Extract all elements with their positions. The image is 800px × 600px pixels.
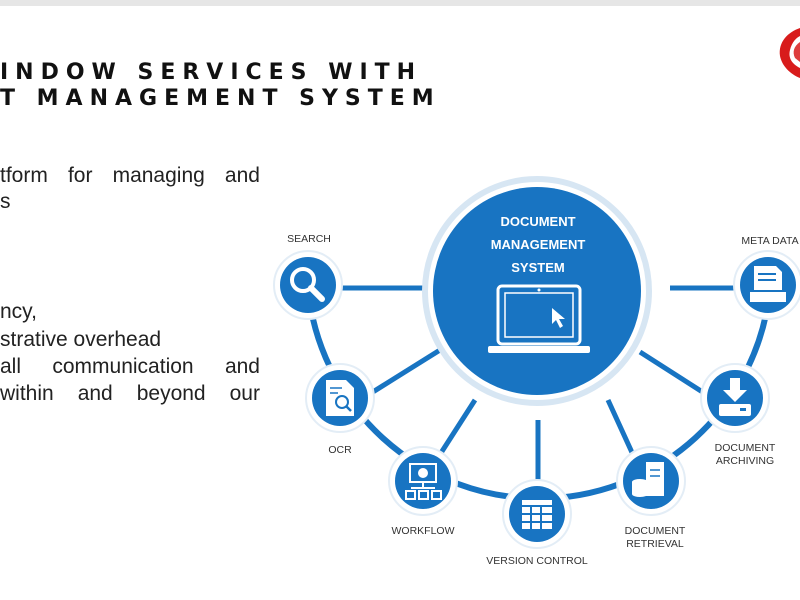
body-line-6: within and beyond our: [0, 382, 260, 406]
document-scan-icon: [326, 380, 354, 416]
body-word: managing: [112, 164, 205, 187]
body-word: tform: [0, 164, 48, 187]
brand-logo: [779, 28, 800, 78]
body-word: beyond: [136, 382, 206, 405]
body-word: for: [67, 164, 93, 187]
workflow-icon: [405, 463, 442, 500]
download-archive-icon: [719, 378, 751, 416]
body-word: and: [77, 382, 113, 405]
body-word: communication: [52, 355, 194, 378]
retrieval-label-line1: DOCUMENT: [625, 525, 686, 537]
body-line-1: tform for managing and: [0, 164, 260, 188]
search-icon: [290, 267, 325, 302]
search-node: [280, 257, 336, 313]
ocr-label: OCR: [328, 444, 352, 456]
slide-title-line2: T MANAGEMENT SYSTEM: [0, 86, 441, 111]
metadata-label: META DATA: [741, 235, 798, 247]
body-line-5: all communication and: [0, 355, 260, 379]
database-server-icon: [632, 462, 664, 497]
version-control-node: [509, 486, 565, 542]
body-word: all: [0, 355, 22, 378]
center-circle: [433, 187, 641, 395]
body-word: within: [0, 382, 54, 405]
body-word: our: [229, 382, 260, 405]
center-label-line3: SYSTEM: [511, 260, 564, 275]
center-label-line1: DOCUMENT: [500, 214, 575, 229]
document-tray-icon: [750, 266, 786, 302]
grid-table-icon: [522, 500, 552, 529]
body-line-2: s: [0, 190, 11, 213]
retrieval-label-line2: RETRIEVAL: [626, 538, 684, 550]
version-control-label: VERSION CONTROL: [486, 555, 588, 567]
body-word: and: [224, 164, 260, 187]
search-label: SEARCH: [287, 233, 331, 245]
center-label-line2: MANAGEMENT: [491, 237, 586, 252]
slide-title-line1: INDOW SERVICES WITH: [0, 60, 423, 85]
laptop-icon: [488, 284, 590, 353]
body-line-4: strative overhead: [0, 328, 162, 351]
workflow-label: WORKFLOW: [392, 525, 455, 537]
body-word: and: [224, 355, 260, 378]
archiving-label-line1: DOCUMENT: [715, 442, 776, 454]
archiving-label-line2: ARCHIVING: [716, 455, 774, 467]
top-bar: [0, 0, 800, 6]
body-line-3: ncy,: [0, 300, 37, 323]
